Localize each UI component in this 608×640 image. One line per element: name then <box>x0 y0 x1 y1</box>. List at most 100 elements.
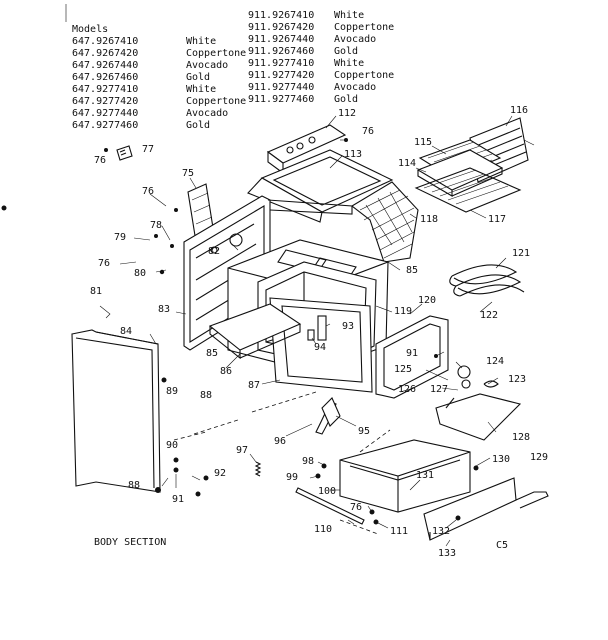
model-number: 647.9277460 <box>72 120 138 131</box>
callout: 114 <box>398 158 416 169</box>
callout: 126 <box>398 384 416 395</box>
callout: 97 <box>236 445 248 456</box>
callout: 132 <box>432 526 450 537</box>
model-number: 911.9277420 <box>248 70 314 81</box>
model-color: Gold <box>186 120 210 131</box>
model-color: Gold <box>334 94 358 105</box>
callout: 82 <box>208 246 220 257</box>
model-number: 911.9267460 <box>248 46 314 57</box>
model-color: Avocado <box>186 108 228 119</box>
model-number: 647.9277440 <box>72 108 138 119</box>
section-title: BODY SECTION <box>94 537 166 548</box>
callout: 112 <box>338 108 356 119</box>
callout: 117 <box>488 214 506 225</box>
callout: 130 <box>492 454 510 465</box>
part-insulation-118 <box>351 181 419 263</box>
model-color: Coppertone <box>186 48 246 59</box>
callout: 133 <box>438 548 456 559</box>
callout: 88 <box>128 480 140 491</box>
part-callouts: 76 77 112 76 113 116 115 114 75 76 118 1… <box>90 105 548 559</box>
callout: 84 <box>120 326 132 337</box>
callout: 86 <box>220 366 232 377</box>
callout: 77 <box>142 144 154 155</box>
model-color: Avocado <box>334 82 376 93</box>
callout: 110 <box>314 524 332 535</box>
assembly-lines <box>173 391 391 535</box>
model-color: Avocado <box>334 34 376 45</box>
callout: 115 <box>414 137 432 148</box>
callout: 116 <box>510 105 528 116</box>
callout: 80 <box>134 268 146 279</box>
callout: 76 <box>94 155 106 166</box>
model-color: Coppertone <box>186 96 246 107</box>
callout: 100 <box>318 486 336 497</box>
callout: 76 <box>142 186 154 197</box>
part-top-rear-panel-112 <box>266 124 347 175</box>
callout: 94 <box>314 342 326 353</box>
callout: 91 <box>172 494 184 505</box>
callout: 120 <box>418 295 436 306</box>
model-number: 647.9277410 <box>72 84 138 95</box>
model-number: 911.9277440 <box>248 82 314 93</box>
model-number: 647.9267460 <box>72 72 138 83</box>
part-drawer-front-129 <box>423 477 549 541</box>
callout: 87 <box>248 380 260 391</box>
callout: 85 <box>206 348 218 359</box>
model-number: 647.9277420 <box>72 96 138 107</box>
callout: 83 <box>158 304 170 315</box>
callout: 127 <box>430 384 448 395</box>
model-color: White <box>186 84 216 95</box>
model-number: 911.9277460 <box>248 94 314 105</box>
part-element-93 <box>307 315 327 341</box>
model-number: 911.9267440 <box>248 34 314 45</box>
model-color: Coppertone <box>334 22 394 33</box>
part-bottom-pan-128 <box>435 393 522 441</box>
model-color: White <box>334 58 364 69</box>
model-color: Avocado <box>186 60 228 71</box>
callout: 91 <box>406 348 418 359</box>
callout: 76 <box>362 126 374 137</box>
model-color: Gold <box>334 46 358 57</box>
callout: 99 <box>286 472 298 483</box>
callout: 81 <box>90 286 102 297</box>
part-clip-77 <box>104 145 133 161</box>
callout: 93 <box>342 321 354 332</box>
models-header: Models <box>72 24 108 35</box>
callout: 124 <box>486 356 504 367</box>
model-number: 911.9267410 <box>248 10 314 21</box>
part-drawer-rail-110 <box>295 487 365 525</box>
model-color: White <box>334 10 364 21</box>
callout: 123 <box>508 374 526 385</box>
model-color: Coppertone <box>334 70 394 81</box>
callout: 113 <box>344 149 362 160</box>
part-oven-floor-86 <box>208 303 302 360</box>
part-oven-rack-117 <box>414 167 522 213</box>
callout: 129 <box>530 452 548 463</box>
callout: 79 <box>114 232 126 243</box>
model-color: Gold <box>186 72 210 83</box>
callout: 111 <box>390 526 408 537</box>
part-spring-97 <box>254 461 262 477</box>
part-probe-95 <box>315 397 341 435</box>
callout: 90 <box>166 440 178 451</box>
callout: 131 <box>416 470 434 481</box>
model-color: White <box>186 36 216 47</box>
callout: 96 <box>274 436 286 447</box>
callout: 95 <box>358 426 370 437</box>
part-storage-drawer <box>339 439 471 513</box>
callout: 85 <box>406 265 418 276</box>
model-number: 647.9267440 <box>72 60 138 71</box>
model-number: 911.9267420 <box>248 22 314 33</box>
callout: 122 <box>480 310 498 321</box>
part-sensor-124 <box>434 354 499 389</box>
model-number: 647.9267410 <box>72 36 138 47</box>
callout: 98 <box>302 456 314 467</box>
callout-leaders <box>99 115 513 547</box>
callout: 128 <box>512 432 530 443</box>
model-number: 911.9277410 <box>248 58 314 69</box>
part-door-gasket-120 <box>375 315 449 399</box>
page-code: C5 <box>496 540 508 551</box>
